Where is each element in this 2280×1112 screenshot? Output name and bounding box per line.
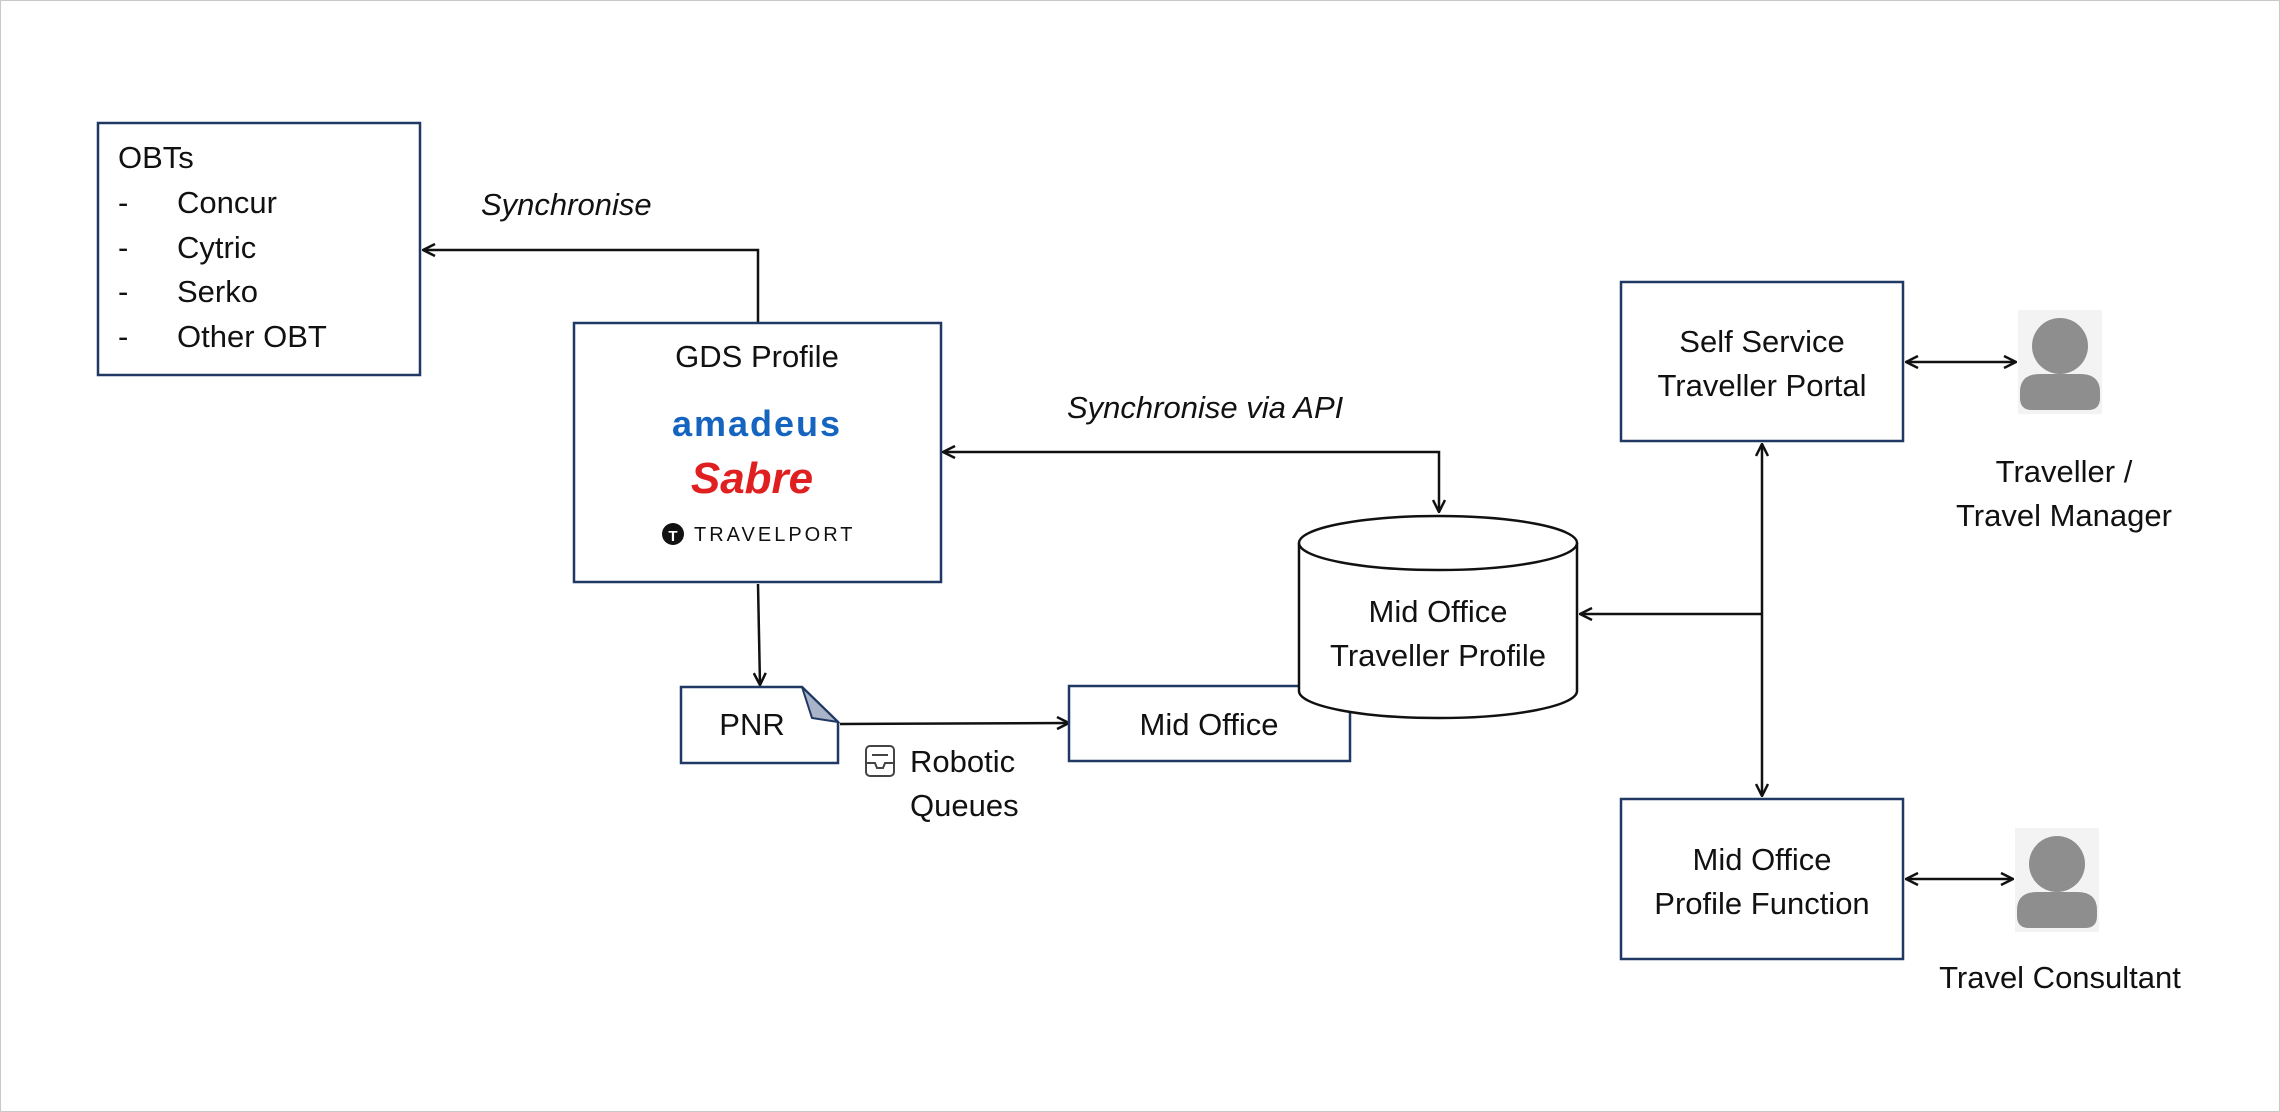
traveller-person-icon — [2018, 310, 2102, 414]
travelport-mark-icon — [662, 523, 684, 545]
gds-title: GDS Profile — [675, 339, 839, 374]
profile-function-line1: Mid Office — [1693, 842, 1832, 877]
inbox-tray-icon — [865, 745, 895, 777]
robotic-queues: Robotic Queues — [865, 744, 1019, 823]
sync-api-label: Synchronise via API — [1067, 390, 1344, 425]
obt-item-concur: Concur — [177, 185, 277, 220]
pnr-to-mid-office-arrow — [839, 723, 1069, 724]
profile-function-line2: Profile Function — [1654, 886, 1869, 921]
obt-bullet: - — [118, 319, 128, 354]
obt-bullet: - — [118, 230, 128, 265]
travelport-mark: T — [668, 528, 677, 545]
robotic-label: Robotic — [910, 744, 1015, 779]
obt-item-serko: Serko — [177, 274, 258, 309]
gds-profile-box: GDS Profile amadeus Sabre T TRAVELPORT — [572, 321, 943, 584]
obt-title: OBTs — [118, 140, 194, 175]
profile-db-line1: Mid Office — [1369, 594, 1508, 629]
sync-arrow — [423, 250, 760, 322]
obt-bullet: - — [118, 274, 128, 309]
obt-item-other: Other OBT — [177, 319, 327, 354]
self-service-line1: Self Service — [1679, 324, 1844, 359]
consultant-person-icon — [2015, 828, 2099, 932]
travelport-logo: T TRAVELPORT — [662, 523, 856, 546]
amadeus-logo: amadeus — [672, 403, 842, 444]
traveller-profile-database: Mid Office Traveller Profile — [1297, 514, 1579, 720]
self-service-line2: Traveller Portal — [1657, 368, 1866, 403]
consultant-label: Travel Consultant — [1939, 960, 2181, 995]
pnr-label: PNR — [719, 707, 784, 742]
sabre-logo: Sabre — [691, 454, 813, 503]
profile-function-box: Mid Office Profile Function — [1619, 797, 1905, 961]
gds-to-pnr-arrow — [758, 583, 760, 685]
sync-label: Synchronise — [481, 187, 652, 222]
obt-bullet: - — [118, 185, 128, 220]
traveller-label-line2: Travel Manager — [1956, 498, 2172, 533]
sync-api-arrow — [943, 452, 1439, 512]
queues-label: Queues — [910, 788, 1019, 823]
travelport-wordmark: TRAVELPORT — [694, 524, 856, 546]
obt-item-cytric: Cytric — [177, 230, 256, 265]
traveller-label-line1: Traveller / — [1996, 454, 2133, 489]
self-service-portal-box: Self Service Traveller Portal — [1619, 280, 1905, 443]
mid-office-label: Mid Office — [1140, 707, 1279, 742]
pnr-document: PNR — [679, 685, 841, 765]
profile-db-line2: Traveller Profile — [1330, 638, 1546, 673]
obt-box: OBTs - Concur - Cytric - Serko - Other O… — [96, 121, 422, 377]
